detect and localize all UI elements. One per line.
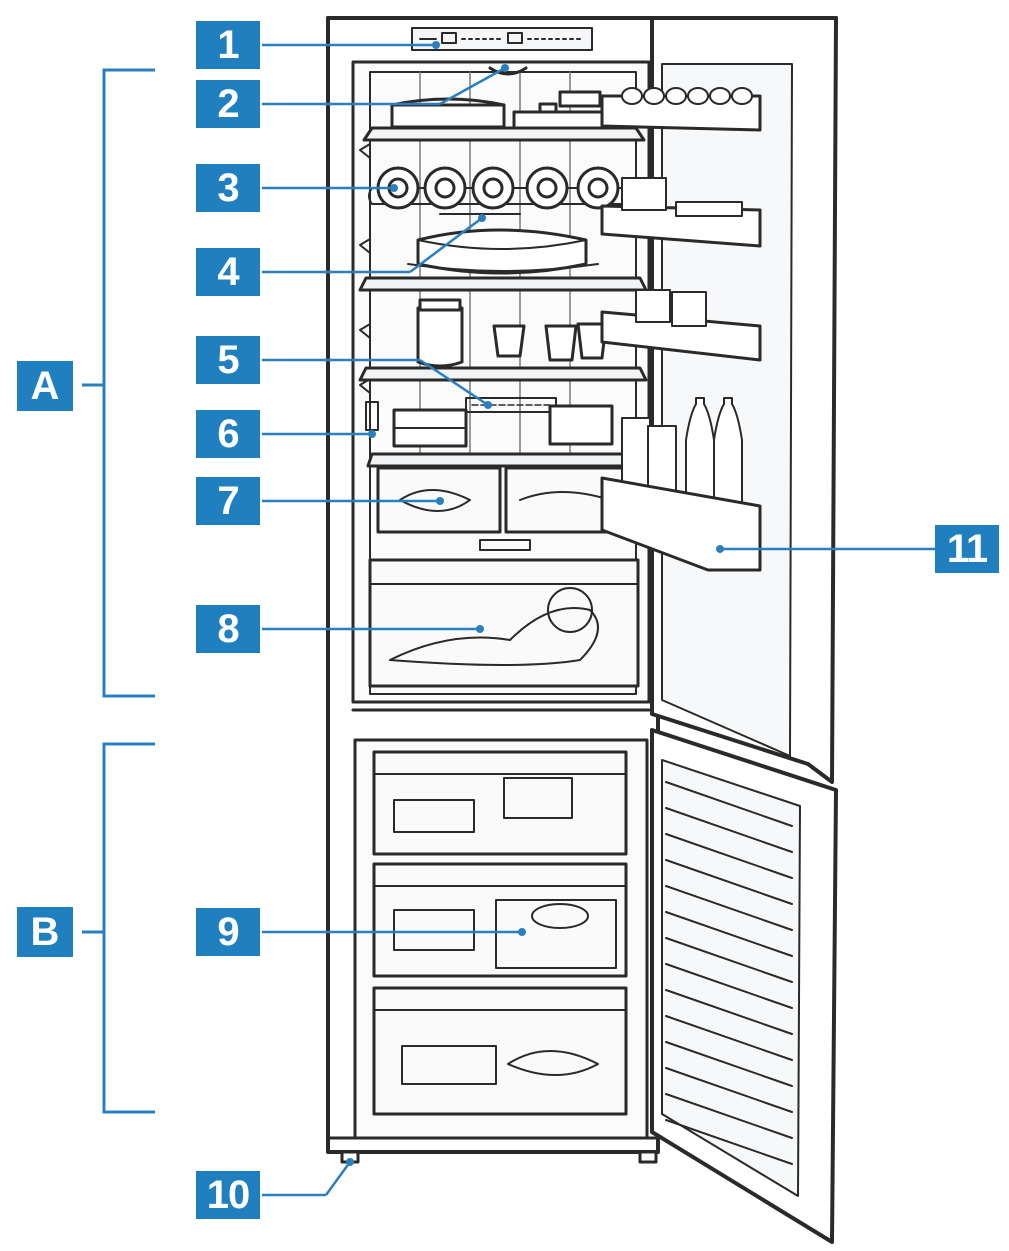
section-badge-a: A (17, 361, 73, 411)
callout-2: 2 (196, 80, 260, 128)
callout-6: 6 (196, 410, 260, 458)
freezer-drawer-3 (372, 986, 628, 1116)
shelf-2 (358, 276, 648, 292)
callout-5: 5 (196, 336, 260, 384)
freezer-drawer-2 (372, 862, 628, 978)
callout-7: 7 (196, 477, 260, 525)
callout-1: 1 (196, 21, 260, 69)
adjustable-foot (340, 1150, 360, 1164)
vegetable-drawer (368, 558, 640, 688)
shelf-3 (358, 366, 648, 382)
leader-dots (346, 41, 724, 1166)
bottle-rack-bottles (376, 166, 620, 210)
lower-door-ribs (665, 781, 793, 1165)
freezer-drawer-1 (372, 750, 628, 856)
shelf-1 (362, 126, 646, 142)
crisper-glass (366, 452, 642, 468)
section-b-bracket (102, 742, 155, 1114)
section-a-bracket (102, 68, 155, 698)
interior-light (488, 66, 528, 76)
callout-11: 11 (935, 525, 999, 573)
door-balcony-3 (600, 310, 762, 362)
section-badge-b: B (17, 907, 73, 957)
callout-9: 9 (196, 908, 260, 956)
callout-8: 8 (196, 605, 260, 653)
callout-4: 4 (196, 248, 260, 296)
callout-3: 3 (196, 164, 260, 212)
leader-lines (262, 43, 935, 1197)
callout-10: 10 (196, 1171, 260, 1219)
